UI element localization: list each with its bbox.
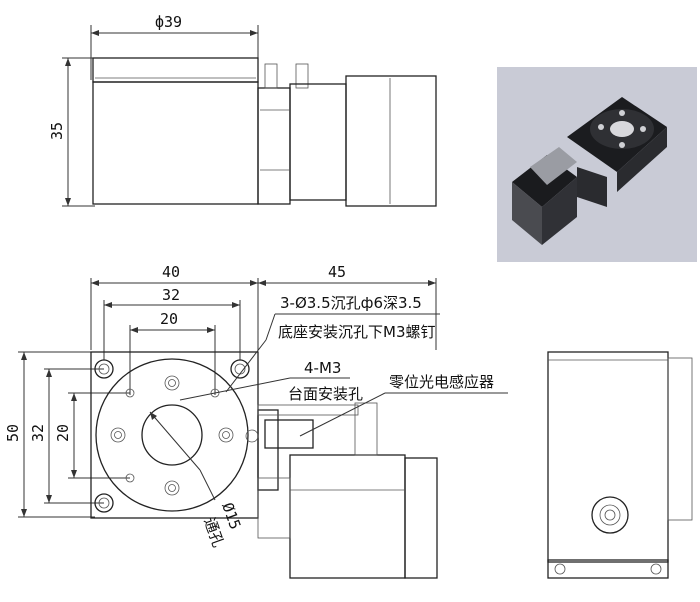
callout-table-mount: 台面安装孔 [288, 385, 363, 403]
callout-sensor: 零位光电感应器 [389, 373, 494, 391]
dim-motor-length: 45 [328, 263, 346, 281]
dim-front-height-inner: 20 [54, 424, 72, 442]
through-hole [141, 404, 203, 466]
dim-hole-inner: 20 [160, 310, 178, 328]
dim-hole-outer: 32 [162, 286, 180, 304]
dim-top-height: 35 [48, 122, 66, 140]
dim-front-width: 40 [162, 263, 180, 281]
table-holes [110, 375, 234, 496]
dim-front-height: 50 [4, 424, 22, 442]
dim-top-width: ф39 [155, 13, 182, 31]
top-view: ф39 35 [48, 13, 437, 207]
side-bore [591, 496, 629, 534]
rotary-table [95, 358, 249, 512]
front-view: 40 45 32 20 50 32 20 [4, 263, 508, 579]
side-view [547, 351, 693, 579]
callout-base-mount: 底座安装沉孔下M3螺钉 [278, 323, 436, 341]
callout-counterbore: 3-Ø3.5沉孔ф6深3.5 [280, 294, 422, 312]
product-photo [497, 67, 697, 262]
dim-front-height-outer: 32 [29, 424, 47, 442]
callout-tap-holes: 4-M3 [304, 359, 341, 377]
rotary-stage-render [512, 97, 667, 245]
